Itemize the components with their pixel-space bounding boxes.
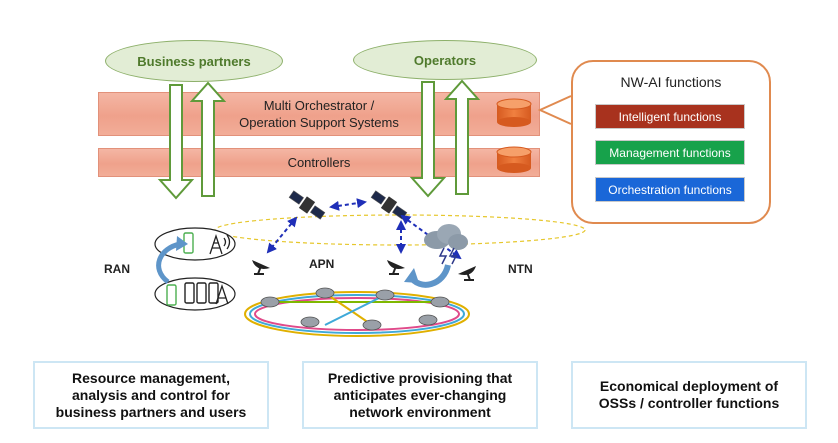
intelligent-functions-item: Intelligent functions: [595, 104, 745, 129]
management-functions-item: Management functions: [595, 140, 745, 165]
apn-label: APN: [309, 257, 335, 271]
router-nodes: [260, 287, 450, 331]
ran-label: RAN: [104, 262, 130, 276]
satellite-icon-left: [288, 190, 326, 220]
cell-tower-icon-top: [209, 233, 231, 255]
ntn-label: NTN: [508, 262, 533, 276]
operators-up-arrow: [443, 79, 481, 195]
management-functions-label: Management functions: [609, 145, 731, 160]
database-icon-orchestrator: [496, 98, 532, 127]
nw-ai-callout-pointer: [537, 95, 572, 125]
operators-down-arrow: [409, 81, 447, 198]
bottom-box-predictive-provisioning: Predictive provisioning that anticipates…: [302, 361, 538, 429]
intelligent-functions-label: Intelligent functions: [618, 109, 722, 124]
orchestration-functions-label: Orchestration functions: [608, 182, 732, 197]
dish-antenna-icon-center: [387, 260, 405, 275]
dish-antenna-icon-left: [252, 260, 270, 275]
operators-ellipse: Operators: [353, 40, 537, 80]
apn-ring-network: [244, 291, 470, 337]
operators-label: Operators: [413, 52, 477, 68]
satellite-ground-link-left: [266, 216, 298, 254]
nw-ai-functions-box: NW-AI functions Intelligent functions Ma…: [571, 60, 771, 224]
orchestrator-label: Multi Orchestrator / Operation Support S…: [239, 98, 399, 130]
orchestration-functions-item: Orchestration functions: [595, 177, 745, 202]
smartphone-icon-row: [166, 282, 219, 306]
ran-ellipse-top: [154, 227, 236, 261]
business-partners-ellipse: Business partners: [105, 40, 283, 82]
nw-ai-title: NW-AI functions: [620, 74, 722, 90]
database-icon-controllers: [496, 146, 532, 173]
storm-cloud-icon: [424, 224, 468, 265]
ran-handover-arrow: [156, 241, 181, 284]
business-down-arrow: [157, 84, 195, 200]
bottom-box-predictive-provisioning-text: Predictive provisioning that anticipates…: [327, 369, 513, 420]
dish-antenna-icon-right: [458, 266, 476, 281]
inter-satellite-link: [329, 198, 367, 211]
bottom-box-resource-management-text: Resource management, analysis and contro…: [55, 369, 247, 420]
business-up-arrow: [189, 81, 227, 197]
controllers-label: Controllers: [287, 155, 351, 170]
bottom-box-economical-deployment: Economical deployment of OSSs / controll…: [571, 361, 807, 429]
cell-tower-icon-bottom: [215, 283, 229, 305]
business-partners-label: Business partners: [137, 53, 251, 69]
bottom-box-economical-deployment-text: Economical deployment of OSSs / controll…: [598, 378, 780, 411]
bottom-box-resource-management: Resource management, analysis and contro…: [33, 361, 269, 429]
